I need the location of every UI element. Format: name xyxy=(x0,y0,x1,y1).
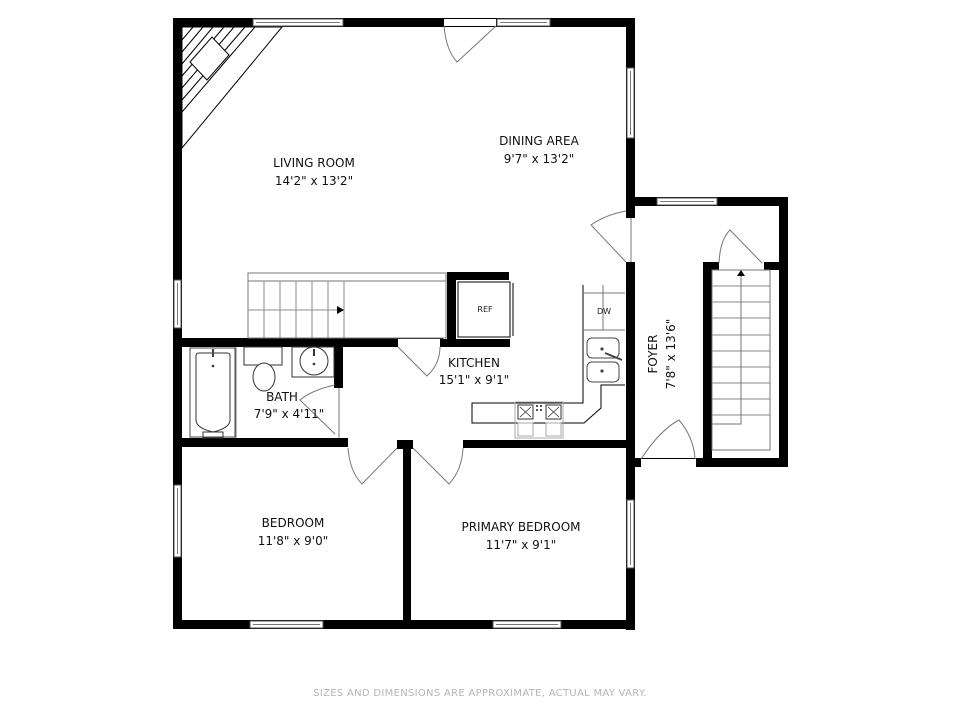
bath-fixtures xyxy=(189,346,335,439)
refrigerator-label: REF xyxy=(477,305,493,314)
kitchen-counters: DW xyxy=(471,285,625,439)
room-name-kitchen: KITCHEN xyxy=(448,356,500,370)
refrigerator: REF xyxy=(457,281,514,338)
interior-walls xyxy=(173,262,788,629)
room-name-bath: BATH xyxy=(266,390,298,404)
room-dimensions-bath: 7'9" x 4'11" xyxy=(254,407,325,421)
room-dimensions-dining-area: 9'7" x 13'2" xyxy=(504,152,575,166)
fireplace xyxy=(181,26,284,150)
room-labels: LIVING ROOM 14'2" x 13'2" DINING AREA 9'… xyxy=(254,134,678,552)
room-name-dining-area: DINING AREA xyxy=(499,134,580,148)
living-stair xyxy=(247,272,447,339)
room-dimensions-primary-bedroom: 11'7" x 9'1" xyxy=(486,538,557,552)
room-dimensions-kitchen: 15'1" x 9'1" xyxy=(439,373,510,387)
disclaimer-footer: SIZES AND DIMENSIONS ARE APPROXIMATE, AC… xyxy=(313,688,647,699)
room-dimensions-living-room: 14'2" x 13'2" xyxy=(275,174,353,188)
foyer-stair xyxy=(711,269,771,451)
room-name-foyer: FOYER xyxy=(646,335,660,374)
room-dimensions-bedroom: 11'8" x 9'0" xyxy=(258,534,329,548)
doors xyxy=(299,19,764,485)
room-name-primary-bedroom: PRIMARY BEDROOM xyxy=(461,520,580,534)
room-name-bedroom: BEDROOM xyxy=(262,516,325,530)
dishwasher-label: DW xyxy=(597,307,611,316)
room-dimensions-foyer: 7'8" x 13'6" xyxy=(664,319,678,390)
room-name-living-room: LIVING ROOM xyxy=(273,156,355,170)
windows xyxy=(173,18,718,629)
